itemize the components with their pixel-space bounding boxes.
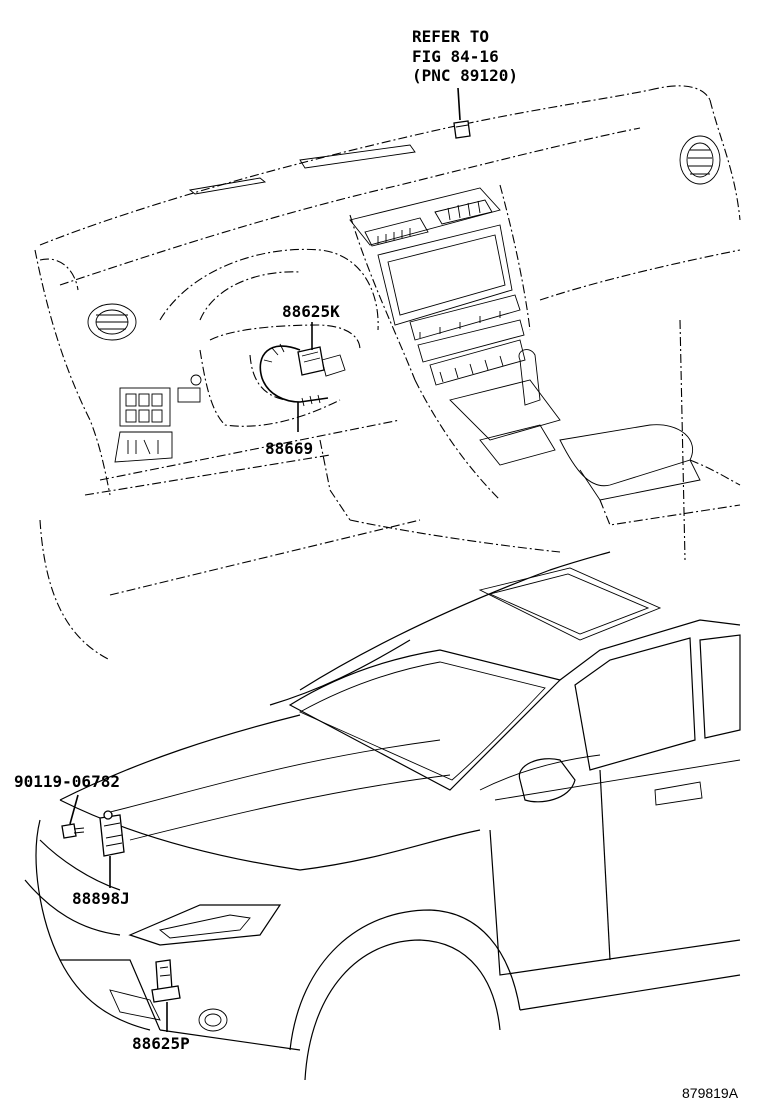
sensor-88898j [99, 810, 125, 857]
dashboard-illustration [34, 85, 741, 661]
reference-note-line-3: (PNC 89120) [412, 66, 518, 85]
car-illustration [24, 551, 741, 1081]
figure-id: 879819A [682, 1085, 739, 1101]
reference-note-line-1: REFER TO [412, 27, 489, 46]
callout-88625k: 88625K [282, 302, 340, 321]
sensor-88625p [151, 959, 181, 1003]
callout-88898j: 88898J [72, 889, 130, 908]
callout-88625p: 88625P [132, 1034, 190, 1053]
callout-90119-06782: 90119-06782 [14, 772, 120, 791]
leader-lines [69, 87, 461, 1032]
callout-88669: 88669 [265, 439, 313, 458]
bolt-90119-06782 [61, 823, 85, 839]
wire-harness-88669 [259, 343, 329, 407]
sensor-88625k [297, 346, 325, 376]
reference-note-line-2: FIG 84-16 [412, 47, 499, 66]
